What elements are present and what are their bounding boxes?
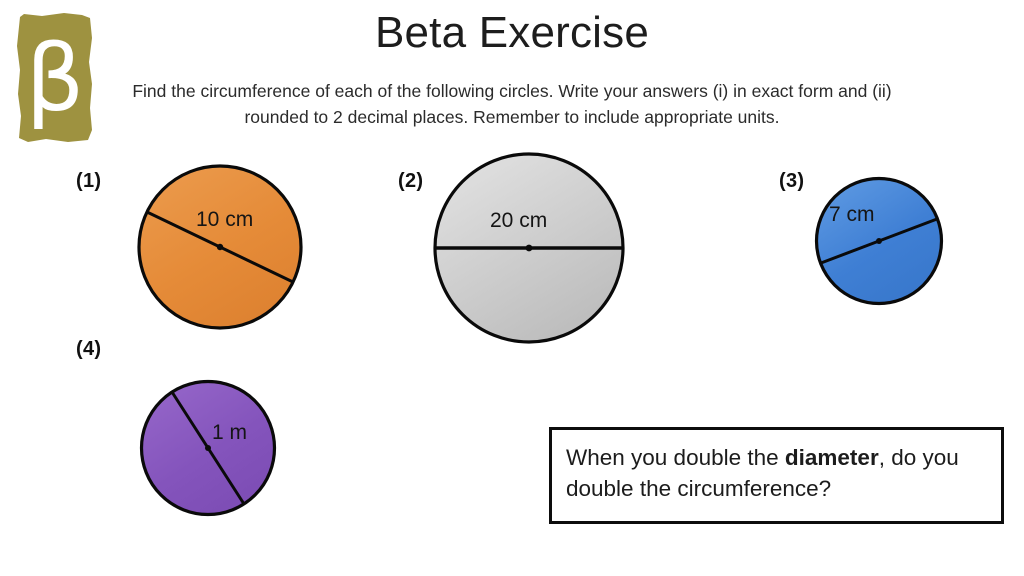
page-title: Beta Exercise [374, 8, 650, 57]
figure-3-circle [814, 176, 944, 306]
question-text: When you double the diameter, do you dou… [566, 443, 994, 504]
question-emphasis: diameter [784, 445, 879, 470]
figure-4-dimension: 1 m [212, 421, 248, 444]
figure-1-dimension: 10 cm [196, 208, 254, 231]
beta-logo-glyph: β [26, 25, 85, 132]
instructions-text: Find the circumference of each of the fo… [132, 81, 892, 128]
figure-4-label: (4) [76, 338, 102, 360]
figure-2-circle [432, 151, 626, 345]
figure-2-dimension: 20 cm [490, 209, 548, 232]
figure-1-label: (1) [76, 170, 102, 192]
question-text-before: When you double the [566, 445, 785, 470]
beta-logo: β [16, 12, 94, 144]
figure-1-circle [136, 163, 304, 331]
figure-4-circle [139, 379, 277, 517]
figure-2-label: (2) [398, 170, 424, 192]
question-box: When you double the diameter, do you dou… [549, 427, 1004, 524]
figure-3-label: (3) [779, 170, 805, 192]
question-text-after: , do you double the circumference? [566, 445, 959, 501]
figure-3-dimension: 7 cm [829, 203, 875, 226]
